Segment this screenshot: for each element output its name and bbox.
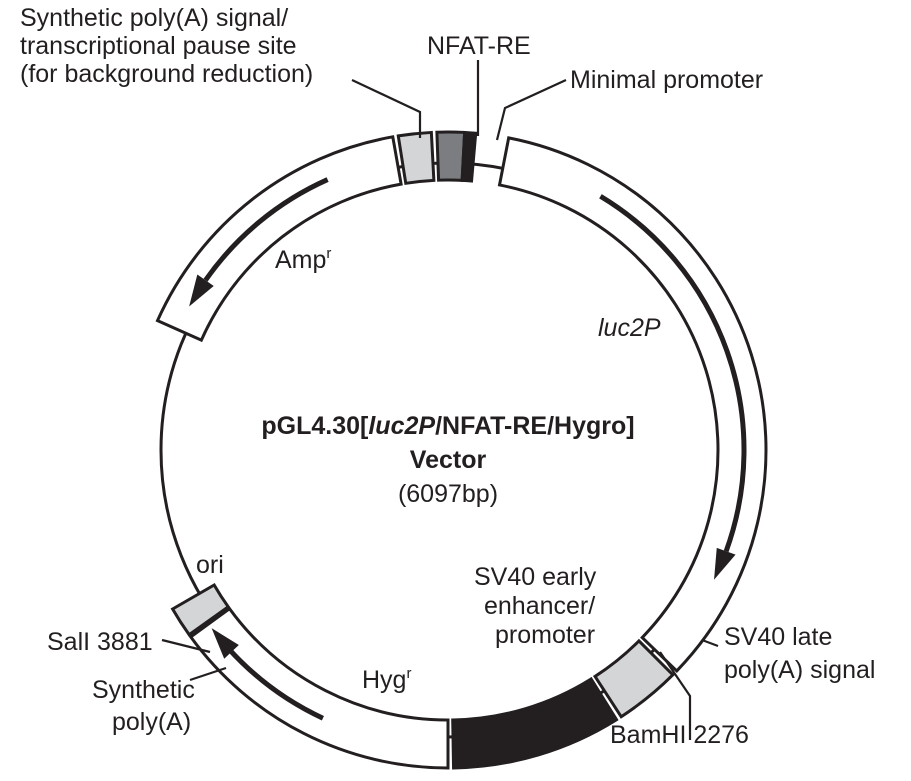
minimal-promoter-label: Minimal promoter bbox=[570, 66, 763, 94]
ori-label: ori bbox=[196, 551, 224, 579]
hygro-direction-arrow bbox=[226, 646, 324, 721]
luc2p-label: luc2P bbox=[598, 314, 661, 342]
synthetic-polya-label-line1: Synthetic bbox=[92, 676, 195, 704]
sv40-late-label-line1: SV40 late bbox=[724, 623, 832, 651]
luc2p-arrowhead bbox=[714, 547, 736, 580]
pause-site-label-line2: transcriptional pause site bbox=[20, 32, 297, 60]
sali-leader bbox=[161, 638, 211, 654]
sv40-late-leader bbox=[701, 638, 719, 648]
sali-site-label: SalI 3881 bbox=[47, 628, 153, 656]
hygro-arrowhead bbox=[211, 628, 239, 659]
synthetic-polya-segment bbox=[170, 582, 231, 637]
amp-gene-segment bbox=[155, 135, 403, 343]
sv40-enhancer-label-line1: SV40 early bbox=[474, 563, 597, 591]
amp-direction-arrow bbox=[203, 177, 329, 282]
nfat-re-segment bbox=[435, 130, 467, 182]
synthetic-polya-leader bbox=[189, 666, 227, 682]
sv40-enhancer-label-line3: promoter bbox=[495, 621, 595, 649]
pause-site-label-line1: Synthetic poly(A) signal/ bbox=[20, 4, 288, 32]
nfat-re-label: NFAT-RE bbox=[427, 32, 531, 60]
synthetic-polya-label-line2: poly(A) bbox=[112, 708, 191, 736]
hygro-gene-segment bbox=[188, 606, 450, 770]
vector-size: (6097bp) bbox=[398, 480, 498, 508]
amp-label: Ampr bbox=[275, 245, 331, 274]
vector-word: Vector bbox=[410, 446, 487, 474]
minimal-promoter-segment bbox=[460, 130, 478, 183]
bamhi-site-label: BamHI 2276 bbox=[610, 721, 749, 749]
sv40-enhancer-label-line2: enhancer/ bbox=[484, 592, 595, 620]
pause-site-leader bbox=[351, 79, 422, 138]
pause-site-label-line3: (for background reduction) bbox=[20, 60, 313, 88]
vector-name: pGL4.30[luc2P/NFAT-RE/Hygro] bbox=[261, 412, 634, 440]
bamhi-leader bbox=[659, 651, 692, 740]
hygro-label: Hygr bbox=[362, 665, 411, 694]
sv40-late-polya-segment bbox=[592, 638, 675, 719]
sv40-late-label-line2: poly(A) signal bbox=[724, 656, 875, 684]
luc2p-gene-segment bbox=[497, 136, 768, 674]
amp-arrowhead bbox=[189, 274, 214, 307]
synthetic-pause-site-segment bbox=[396, 130, 436, 186]
sv40-enhancer-promoter-segment bbox=[451, 676, 619, 770]
minimal-promoter-leader bbox=[495, 79, 567, 141]
luc2p-direction-arrow bbox=[599, 194, 747, 553]
